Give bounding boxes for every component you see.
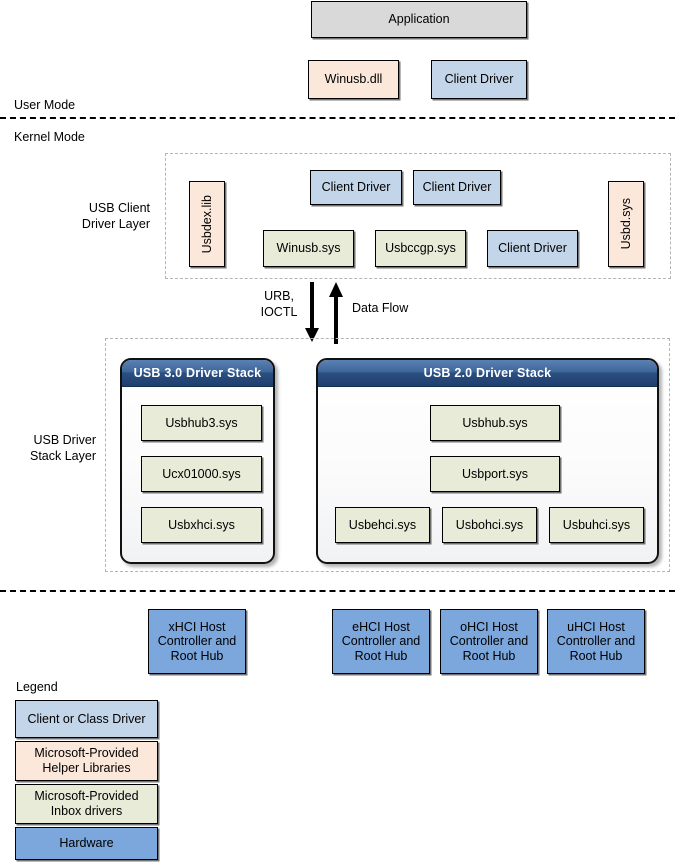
client-driver-layer-label: USB Client Driver Layer [81, 201, 150, 231]
kernel-hardware-divider [0, 590, 675, 592]
usbdex-lib-label: Usbdex.lib [199, 194, 214, 254]
kernel-client-driver-label-1: Client Driver [321, 180, 391, 195]
usb20-stack-title: USB 2.0 Driver Stack [318, 360, 657, 387]
usbccgp-sys-box: Usbccgp.sys [375, 230, 466, 267]
usbd-sys-label: Usbd.sys [618, 198, 633, 250]
user-kernel-divider [0, 117, 675, 119]
kernel-client-driver-box-2: Client Driver [413, 170, 501, 205]
usb20-driver-stack-panel: USB 2.0 Driver Stack Usbhub.sys Usbport.… [316, 358, 659, 564]
usermode-client-driver-box: Client Driver [431, 60, 527, 99]
uhci-host-controller-label: uHCI Host Controller and Root Hub [556, 619, 636, 663]
usbhub-sys-box: Usbhub.sys [430, 405, 560, 441]
usbuhci-sys-box: Usbuhci.sys [549, 507, 644, 543]
data-flow-label: Data Flow [352, 301, 409, 315]
kernel-client-driver-label-3: Client Driver [498, 241, 567, 256]
ucx01000-sys-label: Ucx01000.sys [162, 466, 241, 481]
legend-item-inbox-drivers-label: Microsoft-Provided Inbox drivers [34, 789, 139, 818]
ucx01000-sys-box: Ucx01000.sys [141, 456, 262, 492]
winusb-sys-box: Winusb.sys [263, 230, 354, 267]
uhci-host-controller-box: uHCI Host Controller and Root Hub [547, 609, 645, 674]
usbuhci-sys-label: Usbuhci.sys [562, 517, 631, 532]
usb30-stack-title: USB 3.0 Driver Stack [122, 360, 273, 387]
ohci-host-controller-label: oHCI Host Controller and Root Hub [449, 619, 529, 663]
winusb-dll-label: Winusb.dll [324, 72, 383, 87]
xhci-host-controller-box: xHCI Host Controller and Root Hub [148, 609, 246, 674]
legend-item-client-driver: Client or Class Driver [15, 700, 158, 738]
legend-item-inbox-drivers: Microsoft-Provided Inbox drivers [15, 784, 158, 824]
usbport-sys-label: Usbport.sys [462, 466, 528, 481]
usbhub3-sys-box: Usbhub3.sys [141, 405, 262, 441]
urb-ioctl-arrow-down [305, 282, 319, 342]
usbxhci-sys-label: Usbxhci.sys [168, 517, 235, 532]
usb30-driver-stack-panel: USB 3.0 Driver Stack Usbhub3.sys Ucx0100… [120, 358, 275, 564]
usbd-sys-box: Usbd.sys [608, 181, 644, 267]
usbdex-lib-box: Usbdex.lib [189, 181, 225, 267]
ehci-host-controller-label: eHCI Host Controller and Root Hub [341, 619, 421, 663]
usbehci-sys-box: Usbehci.sys [335, 507, 430, 543]
winusb-dll-box: Winusb.dll [308, 60, 399, 99]
legend-item-helper-libraries-label: Microsoft-Provided Helper Libraries [34, 746, 139, 775]
winusb-sys-label: Winusb.sys [276, 241, 341, 256]
flow-arrows [305, 282, 343, 344]
legend-item-helper-libraries: Microsoft-Provided Helper Libraries [15, 741, 158, 781]
driver-stack-layer-group [105, 338, 670, 572]
application-box: Application [311, 1, 527, 38]
application-label: Application [388, 12, 450, 27]
client-driver-layer-group [165, 153, 671, 279]
driver-stack-layer-label: USB Driver Stack Layer [29, 433, 96, 463]
usbxhci-sys-box: Usbxhci.sys [141, 507, 262, 543]
usbport-sys-box: Usbport.sys [430, 456, 560, 492]
legend-item-client-driver-label: Client or Class Driver [27, 711, 146, 726]
data-flow-arrow-up [329, 282, 343, 344]
legend-item-hardware: Hardware [15, 827, 158, 860]
kernel-client-driver-box-3: Client Driver [487, 230, 578, 267]
usermode-client-driver-label: Client Driver [444, 72, 514, 87]
usbohci-sys-label: Usbohci.sys [455, 517, 524, 532]
xhci-host-controller-label: xHCI Host Controller and Root Hub [157, 619, 237, 663]
usbhub3-sys-label: Usbhub3.sys [165, 415, 238, 430]
usbccgp-sys-label: Usbccgp.sys [385, 241, 456, 256]
usbehci-sys-label: Usbehci.sys [348, 517, 417, 532]
ohci-host-controller-box: oHCI Host Controller and Root Hub [440, 609, 538, 674]
usbhub-sys-label: Usbhub.sys [462, 415, 528, 430]
user-mode-label: User Mode [14, 98, 76, 112]
urb-ioctl-label: URB, IOCTL [260, 289, 298, 319]
kernel-client-driver-box-1: Client Driver [310, 170, 402, 205]
legend-title: Legend [16, 680, 58, 694]
usbohci-sys-box: Usbohci.sys [442, 507, 537, 543]
usb30-stack-body: Usbhub3.sys Ucx01000.sys Usbxhci.sys [122, 387, 273, 562]
ehci-host-controller-box: eHCI Host Controller and Root Hub [332, 609, 430, 674]
legend-item-hardware-label: Hardware [59, 836, 114, 850]
kernel-mode-label: Kernel Mode [14, 130, 85, 144]
kernel-client-driver-label-2: Client Driver [422, 180, 492, 195]
usb20-stack-body: Usbhub.sys Usbport.sys Usbehci.sys Usboh… [318, 387, 657, 562]
